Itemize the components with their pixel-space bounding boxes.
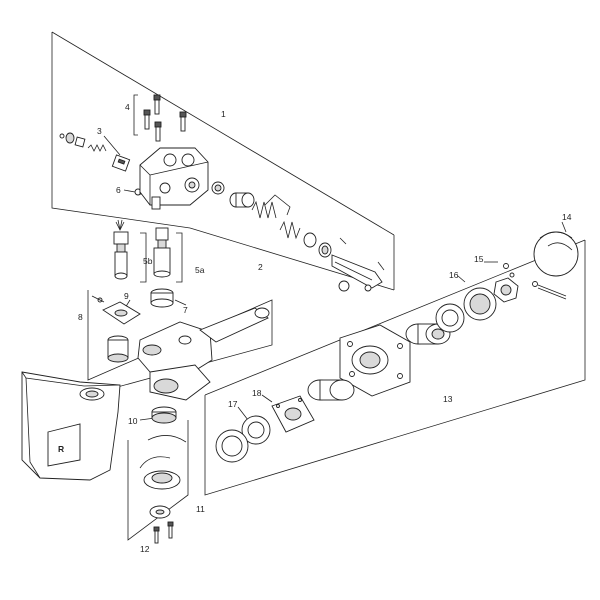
brand-logo-letter: R (58, 444, 64, 454)
callout-labels: 1 2 3 4 5a 5b 6 7 8 9 10 11 12 13 14 15 … (78, 102, 572, 554)
callout-18: 18 (252, 388, 262, 398)
screws-part-12 (153, 521, 174, 544)
bushing-part-7 (150, 288, 174, 308)
leader-lines (103, 135, 567, 421)
callout-12: 12 (140, 544, 150, 554)
rings-part-17 (215, 415, 271, 463)
callout-14: 14 (562, 212, 572, 222)
pin-part-5a (153, 227, 171, 278)
callout-1: 1 (221, 109, 226, 119)
coupling-housing (139, 147, 225, 210)
callout-4: 4 (125, 102, 130, 112)
bracket-5b (140, 232, 147, 283)
callout-6: 6 (116, 185, 121, 195)
callout-11: 11 (196, 504, 205, 514)
valve-parts-3 (59, 132, 131, 172)
spring-mechanism-part-2 (229, 192, 385, 292)
cap-part-14 (533, 231, 579, 277)
coupling-body (137, 307, 270, 401)
callout-7: 7 (183, 305, 188, 315)
callout-8: 8 (78, 312, 83, 322)
nut-bolt-part-15 (493, 263, 567, 303)
callout-15: 15 (474, 254, 484, 264)
callout-2: 2 (258, 262, 263, 272)
screws-part-4 (143, 94, 187, 142)
tube-13-outer (307, 379, 355, 401)
towing-jaw: R (21, 371, 121, 481)
callout-5b: 5b (143, 256, 153, 266)
plate-part-9 (91, 295, 141, 325)
bracket-4 (133, 94, 138, 136)
indicator-pin-5b (113, 219, 129, 280)
callout-9: 9 (124, 291, 129, 301)
bushing-part-8 (107, 335, 129, 363)
rings-part-16 (435, 287, 497, 333)
callout-13: 13 (443, 394, 453, 404)
plate-part-18 (271, 395, 315, 433)
group-bracket-13 (204, 239, 586, 496)
callout-3: 3 (97, 126, 102, 136)
callout-5a: 5a (195, 265, 205, 275)
bearing-part-10 (151, 406, 177, 424)
bottom-assembly-11 (139, 435, 187, 519)
flange-part-13 (339, 324, 411, 397)
callout-16: 16 (449, 270, 459, 280)
callout-17: 17 (228, 399, 238, 409)
callout-10: 10 (128, 416, 138, 426)
group-bracket-8 (87, 290, 273, 396)
bracket-5a (176, 232, 183, 283)
group-bracket-1 (51, 31, 395, 291)
